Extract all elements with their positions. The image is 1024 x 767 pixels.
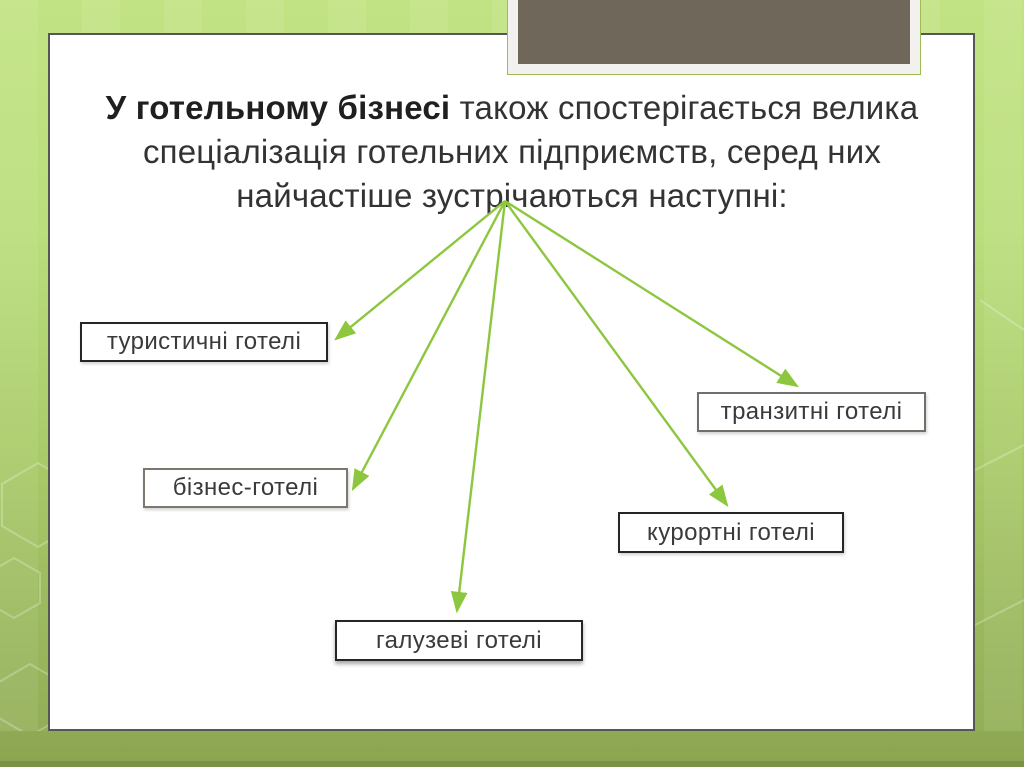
title-line-1-rest: також спостерігається велика bbox=[450, 89, 919, 126]
title-line-1: У готельному бізнесі також спостерігаєть… bbox=[70, 86, 954, 130]
node-tourist-hotels: туристичні готелі bbox=[80, 322, 328, 362]
slide-title: У готельному бізнесі також спостерігаєть… bbox=[70, 86, 954, 218]
node-industry-hotels: галузеві готелі bbox=[335, 620, 583, 661]
photo-placeholder bbox=[507, 0, 921, 75]
bottom-edge-strip bbox=[0, 761, 1024, 767]
node-transit-hotels: транзитні готелі bbox=[697, 392, 926, 432]
title-line-3: найчастіше зустрічаються наступні: bbox=[236, 177, 788, 214]
title-bold-text: У готельному бізнесі bbox=[105, 89, 451, 126]
node-resort-hotels: курортні готелі bbox=[618, 512, 844, 553]
node-business-hotels: бізнес-готелі bbox=[143, 468, 348, 508]
title-line-2: спеціалізація готельних підприємств, сер… bbox=[142, 133, 882, 170]
